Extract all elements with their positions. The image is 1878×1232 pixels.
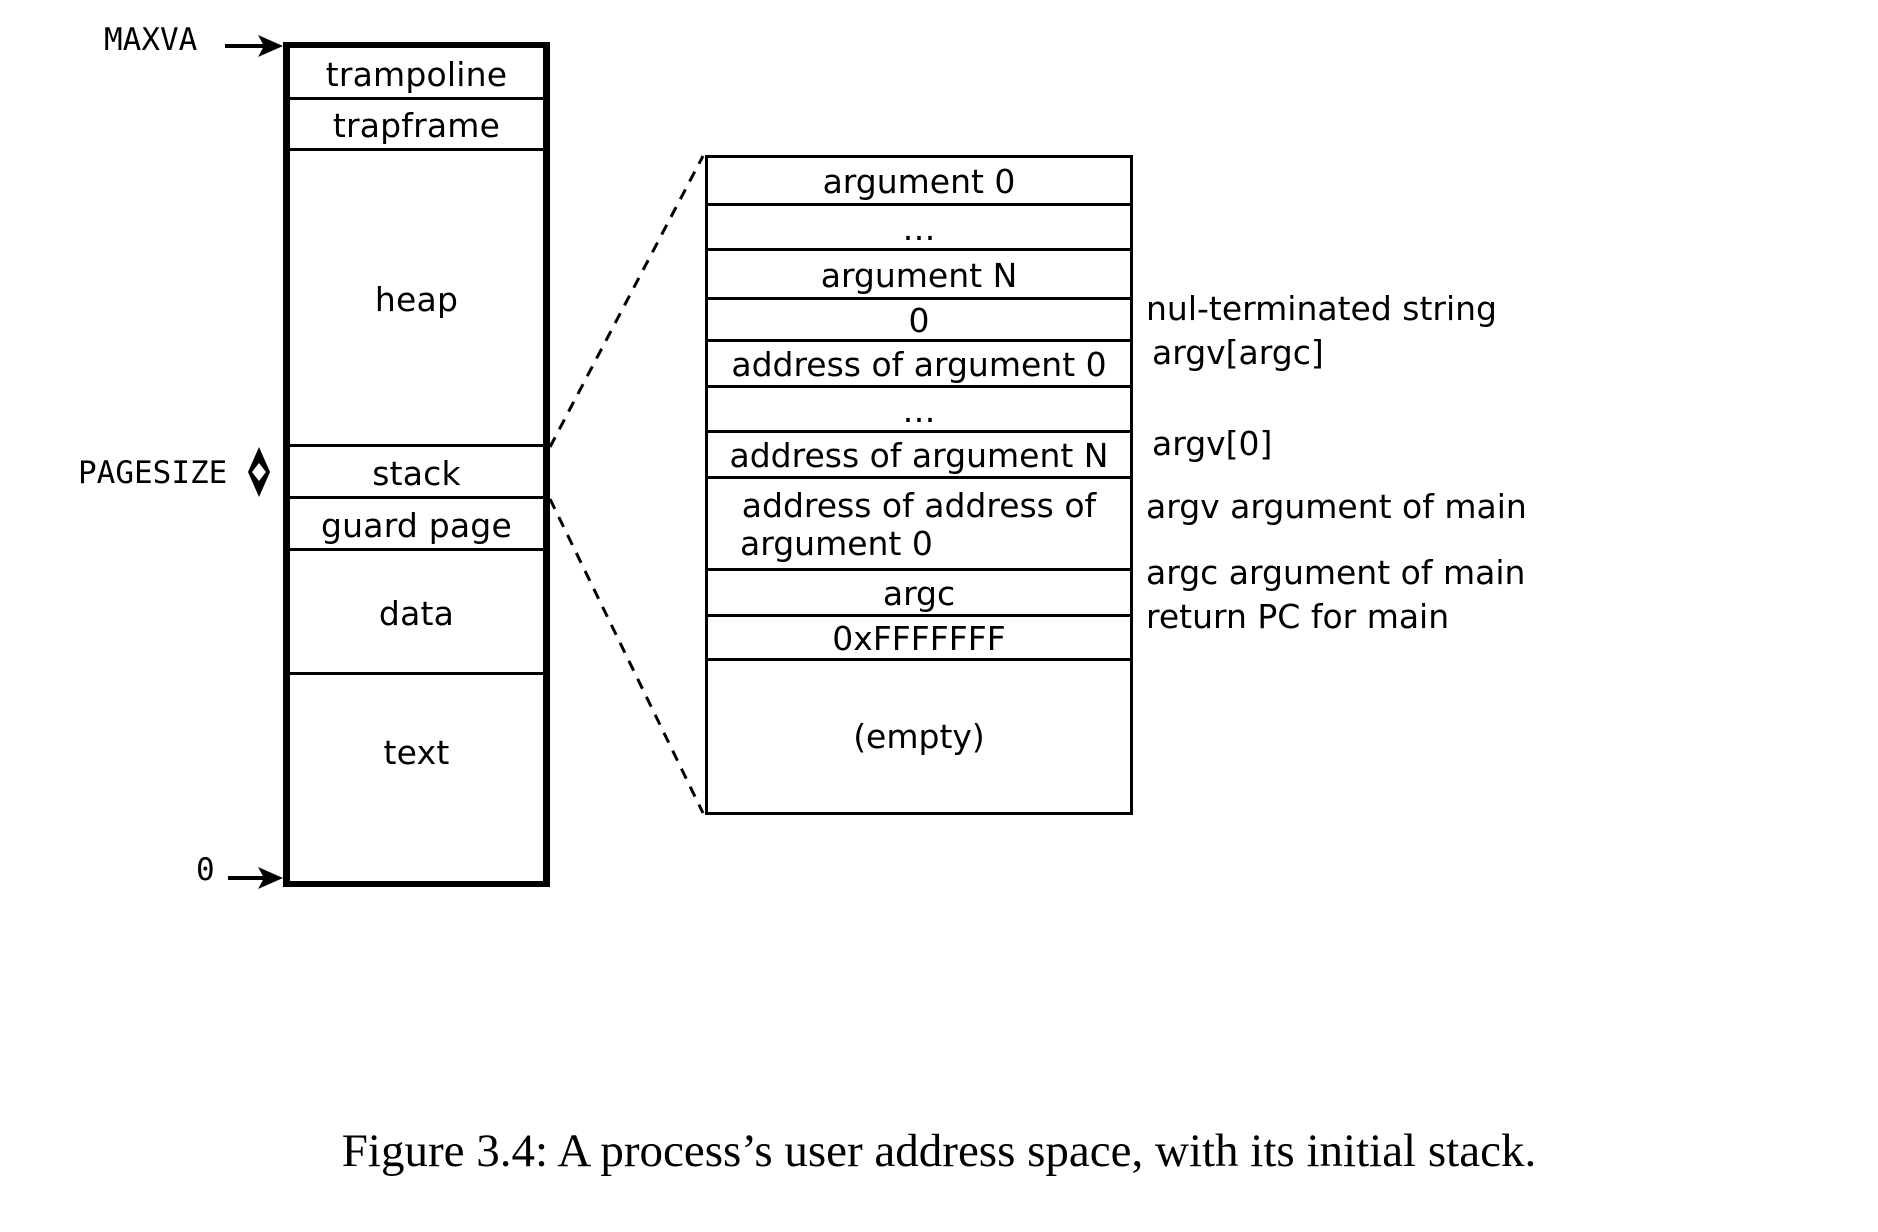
row-divider xyxy=(708,339,1130,342)
stack-row-label: argument 0 xyxy=(822,162,1016,202)
stack-row-address-of-address-of-argument-0: address of address of argument 0 xyxy=(708,479,1130,571)
stack-row-label: … xyxy=(902,390,936,430)
row-divider xyxy=(290,148,543,151)
stack-row-argc: argc xyxy=(708,571,1130,617)
pagesize-double-arrow xyxy=(248,447,270,497)
row-divider xyxy=(708,614,1130,617)
stack-row-label: (empty) xyxy=(853,716,985,756)
row-divider xyxy=(708,385,1130,388)
memory-region-heap: heap xyxy=(290,151,543,447)
annotation-argv-0: argv[0] xyxy=(1152,424,1273,463)
row-divider xyxy=(290,548,543,551)
memory-map: trampoline trapframe heap stack guard pa… xyxy=(283,42,550,887)
memory-region-label: trapframe xyxy=(332,106,501,145)
row-divider xyxy=(290,672,543,675)
stack-row-empty: (empty) xyxy=(708,661,1130,812)
annotation-argv-argc: argv[argc] xyxy=(1152,333,1324,372)
annotation-nul-terminated-string: nul-terminated string xyxy=(1146,289,1497,328)
stack-row-label: argc xyxy=(882,574,956,614)
memory-region-label: text xyxy=(383,732,450,772)
zero-address-label: 0 xyxy=(196,852,215,888)
memory-region-text: text xyxy=(290,675,543,881)
stack-row-argument-0: argument 0 xyxy=(708,158,1130,206)
annotation-argc-argument-of-main: argc argument of main xyxy=(1146,553,1526,592)
stack-row-address-of-argument-n: address of argument N xyxy=(708,433,1130,479)
memory-region-trapframe: trapframe xyxy=(290,100,543,151)
row-divider xyxy=(708,568,1130,571)
row-divider xyxy=(290,444,543,447)
stack-row-label: address of argument 0 xyxy=(731,345,1107,385)
expansion-connectors xyxy=(548,155,705,814)
stack-row-return-pc: 0xFFFFFFF xyxy=(708,617,1130,661)
row-divider xyxy=(708,476,1130,479)
memory-map-bottom-border xyxy=(283,881,550,887)
memory-region-label: stack xyxy=(372,453,461,493)
row-divider xyxy=(708,203,1130,206)
stack-row-label: argument N xyxy=(820,255,1018,295)
stack-row-label-line2: argument 0 xyxy=(740,524,933,563)
stack-row-label: 0xFFFFFFF xyxy=(832,619,1006,659)
pagesize-label: PAGESIZE xyxy=(78,455,228,491)
stack-row-argument-n: argument N xyxy=(708,251,1130,300)
stack-row-nul: 0 xyxy=(708,300,1130,342)
zero-arrow xyxy=(228,867,283,889)
memory-region-guard-page: guard page xyxy=(290,499,543,551)
annotation-argv-argument-of-main: argv argument of main xyxy=(1146,487,1527,526)
memory-region-data: data xyxy=(290,551,543,675)
stack-row-ellipsis-addresses: … xyxy=(708,388,1130,433)
row-divider xyxy=(708,658,1130,661)
row-divider xyxy=(290,496,543,499)
row-divider xyxy=(708,430,1130,433)
memory-region-label: heap xyxy=(374,279,459,319)
stack-row-label: address of argument N xyxy=(729,436,1109,476)
stack-row-label-line1: address of address of xyxy=(741,486,1097,526)
maxva-label: MAXVA xyxy=(104,22,198,58)
stack-row-label: … xyxy=(902,208,936,248)
stack-row-label: 0 xyxy=(908,301,930,341)
figure-caption: Figure 3.4: A process’s user address spa… xyxy=(341,1125,1537,1177)
memory-region-trampoline: trampoline xyxy=(290,48,543,100)
stack-row-address-of-argument-0: address of argument 0 xyxy=(708,342,1130,388)
memory-region-stack: stack xyxy=(290,447,543,499)
row-divider xyxy=(708,297,1130,300)
row-divider xyxy=(708,248,1130,251)
maxva-arrow xyxy=(225,35,283,57)
memory-region-label: trampoline xyxy=(325,54,508,94)
stack-row-ellipsis-args: … xyxy=(708,206,1130,251)
annotation-return-pc-for-main: return PC for main xyxy=(1146,597,1450,636)
memory-map-top-border xyxy=(283,42,550,48)
row-divider xyxy=(290,97,543,100)
stack-detail-table: argument 0 … argument N 0 address of arg… xyxy=(705,155,1133,815)
memory-region-label: guard page xyxy=(321,505,512,545)
memory-region-label: data xyxy=(378,593,455,633)
